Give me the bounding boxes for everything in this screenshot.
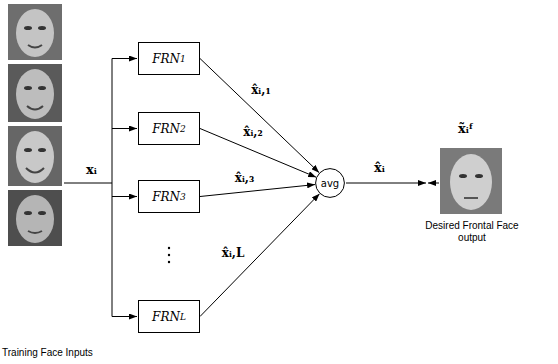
node-label: FRN	[152, 122, 180, 136]
face-photo	[8, 126, 62, 186]
face-photo	[8, 4, 62, 60]
node-label: FRN	[152, 310, 180, 324]
eye	[24, 148, 32, 152]
branch-arrow	[112, 58, 137, 59]
network-box: FRNL	[138, 300, 200, 333]
node-label: FRN	[152, 52, 180, 66]
edge-label: x̂ᵢ,₂	[241, 125, 264, 139]
circle-shape	[316, 169, 345, 198]
target-arrow	[428, 183, 439, 184]
face	[16, 69, 54, 119]
face-photo	[440, 148, 502, 214]
mouth	[26, 168, 44, 173]
caption-text: Training Face Inputs	[2, 347, 93, 359]
vector-symbol: x̂ᵢ	[374, 160, 385, 175]
edge-label: x̂ᵢ,₃	[233, 171, 256, 185]
subscript: 2	[180, 124, 186, 134]
face	[16, 9, 54, 57]
edge-label: x̂ᵢ,L	[220, 246, 247, 260]
output-connector	[200, 194, 320, 317]
branch-arrow	[112, 128, 137, 129]
eye	[24, 26, 32, 30]
eye	[38, 148, 46, 152]
node-label: FRN	[152, 190, 180, 204]
mouth	[28, 45, 42, 48]
vector-symbol: xᵢ	[86, 162, 97, 177]
eye	[38, 211, 46, 215]
network-box: FRN2	[138, 112, 200, 145]
edge-label: x̂ᵢ,₁	[249, 83, 272, 97]
face	[450, 154, 492, 210]
vector-symbol: x̃ᵢᶠ	[458, 121, 474, 136]
face	[16, 195, 54, 243]
ellipsis-dot	[168, 261, 170, 263]
mouth	[464, 197, 478, 199]
eye	[459, 174, 467, 178]
face	[16, 131, 54, 183]
branch-arrow	[112, 316, 137, 317]
caption-text: Desired Frontal Face output	[422, 220, 522, 243]
eye	[38, 86, 46, 90]
photo-ground	[440, 148, 502, 214]
eye	[475, 174, 483, 178]
network-box: FRN1	[138, 42, 200, 75]
subscript: 3	[180, 192, 186, 202]
face-photo	[8, 190, 62, 246]
output-arrow	[346, 183, 426, 184]
input-line	[64, 183, 112, 184]
photo-ground	[8, 64, 62, 122]
split-line	[112, 59, 113, 317]
subscript: 1	[180, 54, 186, 64]
eye	[38, 26, 46, 30]
mouth	[27, 106, 43, 110]
branch-arrow	[112, 196, 137, 197]
output-connector	[200, 59, 319, 173]
subscript: L	[180, 312, 186, 322]
photo-ground	[8, 4, 62, 60]
mouth	[28, 231, 42, 233]
ellipsis-dot	[168, 247, 170, 249]
eye	[24, 211, 32, 215]
photo-ground	[8, 126, 62, 186]
output-connector	[200, 185, 315, 197]
face-photo	[8, 64, 62, 122]
node-label: avg	[321, 178, 339, 189]
average-circle: avg	[315, 168, 345, 198]
network-box: FRN3	[138, 180, 200, 213]
ellipsis-dot	[168, 254, 170, 256]
photo-ground	[8, 190, 62, 246]
eye	[24, 86, 32, 90]
